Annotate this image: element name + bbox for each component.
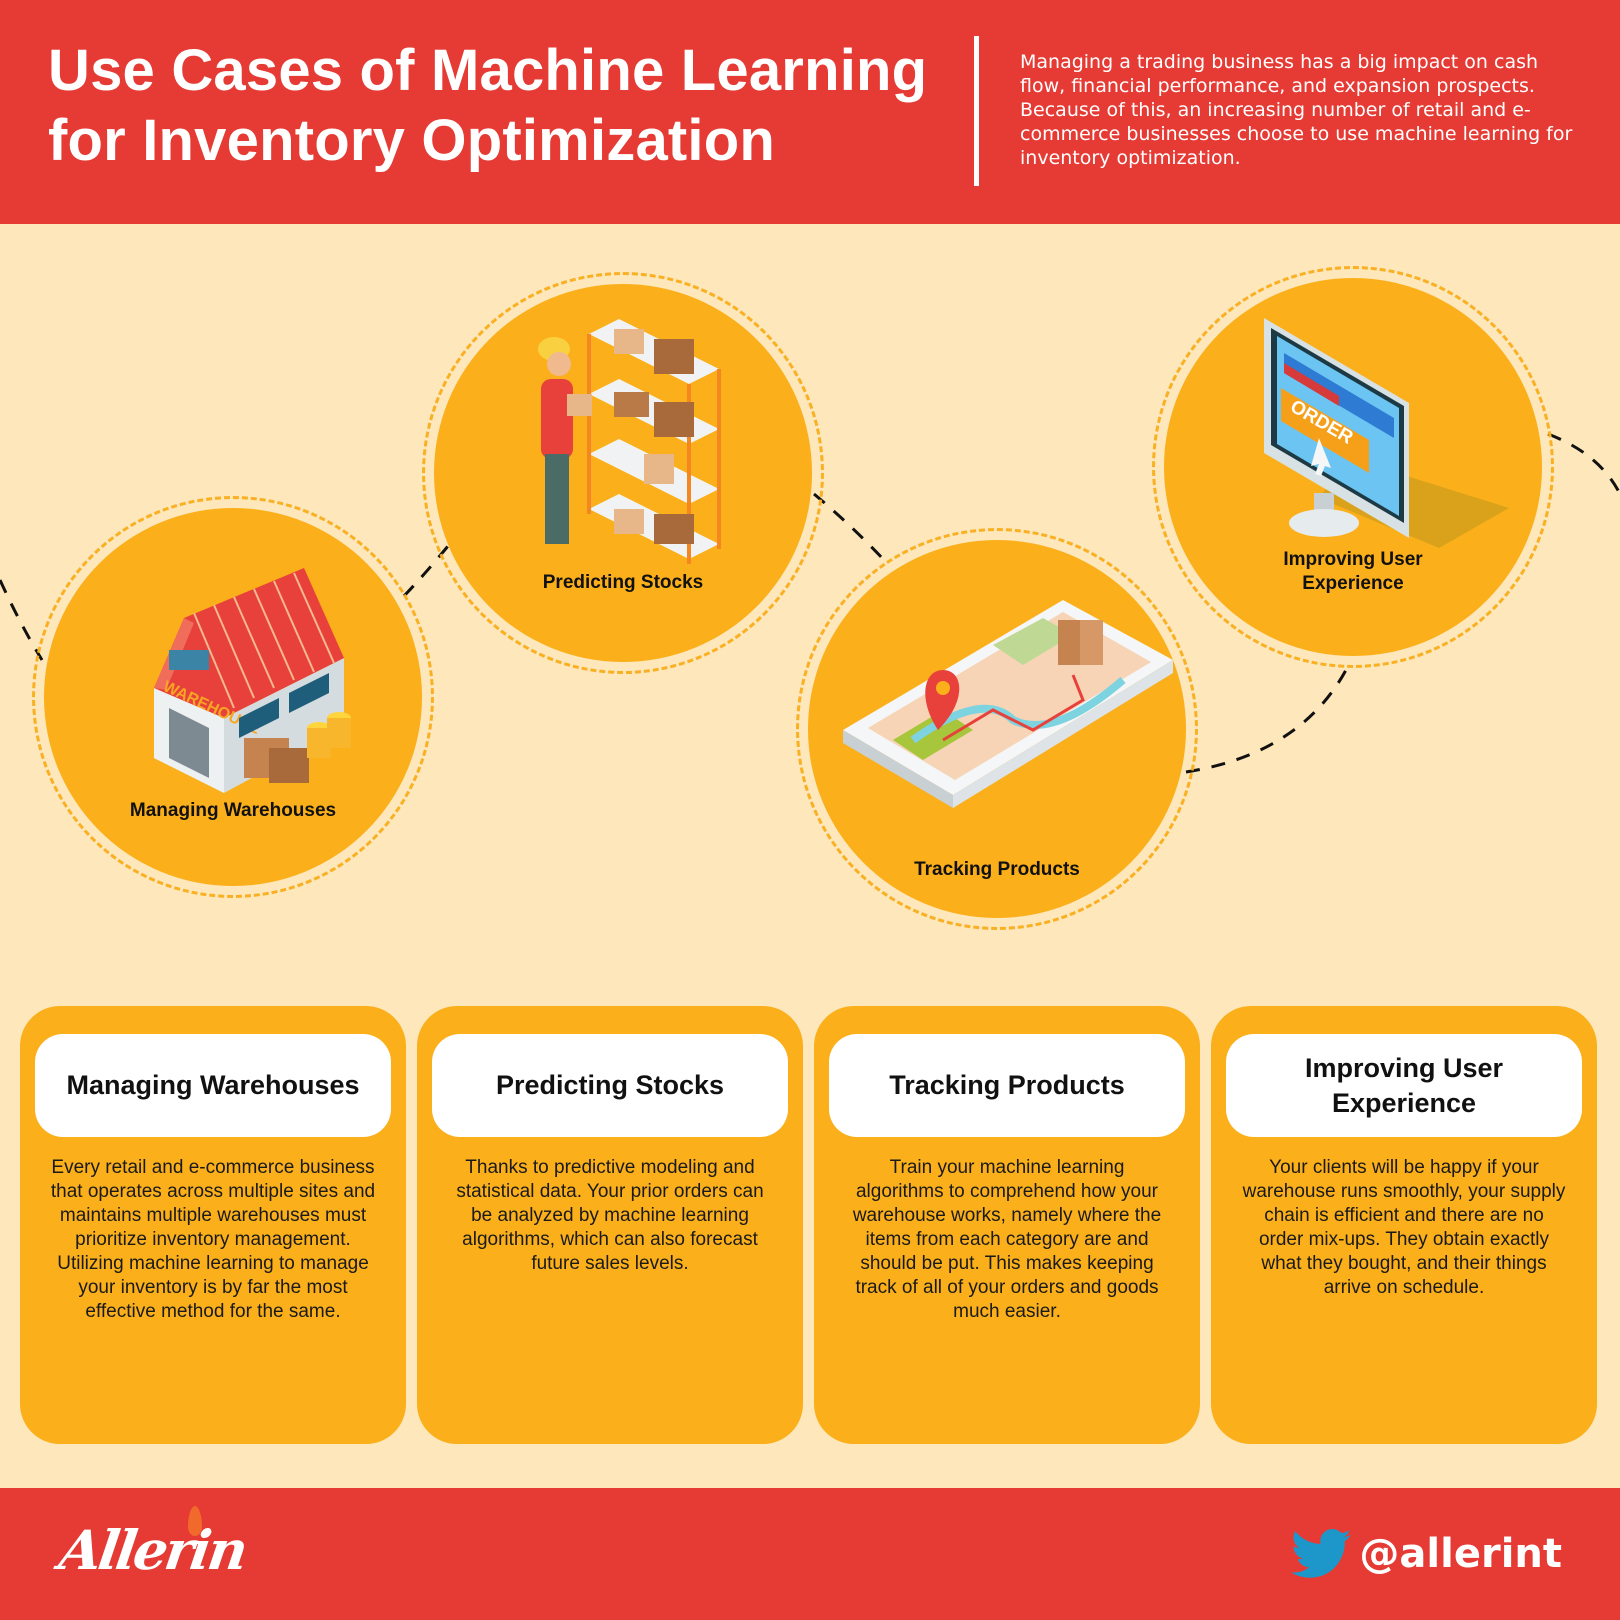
card-improving-user-experience: Improving User Experience Your clients w… <box>1211 1006 1597 1444</box>
card-title: Predicting Stocks <box>495 1070 725 1100</box>
intro-text: Managing a trading business has a big im… <box>1020 51 1573 169</box>
card-description: Your clients will be happy if your wareh… <box>1242 1157 1566 1298</box>
monitor-order-icon: ORDER <box>1264 318 1509 548</box>
circle-improving-user-experience: ORDER Improving User Experience <box>1152 266 1554 668</box>
circle-label: Tracking Products <box>914 859 1080 880</box>
warehouse-icon: WAREHOUSE <box>154 568 351 793</box>
card-header: Managing Warehouses <box>35 1034 391 1137</box>
header-divider <box>974 36 979 186</box>
circle-predicting-stocks: Predicting Stocks <box>422 272 824 674</box>
twitter-bird-icon <box>1291 1529 1352 1578</box>
card-title: Improving User Experience <box>1304 1052 1504 1118</box>
circle-label: Improving User Experience <box>1283 549 1423 594</box>
phone-map-icon <box>843 600 1173 808</box>
card-description: Every retail and e-commerce business tha… <box>50 1157 376 1322</box>
twitter-handle[interactable]: @allerint <box>1359 1531 1562 1577</box>
circle-tracking-products: Tracking Products <box>796 528 1198 930</box>
card-description: Train your machine learning algorithms t… <box>852 1157 1162 1322</box>
footer-banner: Allerin @allerint <box>0 1488 1620 1620</box>
allerin-logo[interactable]: Allerin <box>55 1518 250 1582</box>
twitter-link[interactable]: @allerint <box>1291 1528 1562 1580</box>
card-header: Improving User Experience <box>1226 1034 1582 1137</box>
card-header: Tracking Products <box>829 1034 1185 1137</box>
card-predicting-stocks: Predicting Stocks Thanks to predictive m… <box>417 1006 803 1444</box>
card-description: Thanks to predictive modeling and statis… <box>456 1157 764 1274</box>
card-title: Managing Warehouses <box>66 1070 360 1100</box>
flame-icon <box>188 1506 202 1536</box>
shelves-worker-icon <box>538 319 721 564</box>
circle-label: Managing Warehouses <box>129 800 337 821</box>
page-title: Use Cases of Machine Learning for Invent… <box>48 38 928 173</box>
use-case-diagram: WAREHOUSE Managing Warehouses <box>0 224 1620 1004</box>
card-tracking-products: Tracking Products Train your machine lea… <box>814 1006 1200 1444</box>
card-managing-warehouses: Managing Warehouses Every retail and e-c… <box>20 1006 406 1444</box>
circle-label: Predicting Stocks <box>542 572 704 593</box>
card-title: Tracking Products <box>889 1070 1125 1100</box>
card-header: Predicting Stocks <box>432 1034 788 1137</box>
circle-managing-warehouses: WAREHOUSE Managing Warehouses <box>32 496 434 898</box>
header-banner: Use Cases of Machine Learning for Invent… <box>0 0 1620 224</box>
